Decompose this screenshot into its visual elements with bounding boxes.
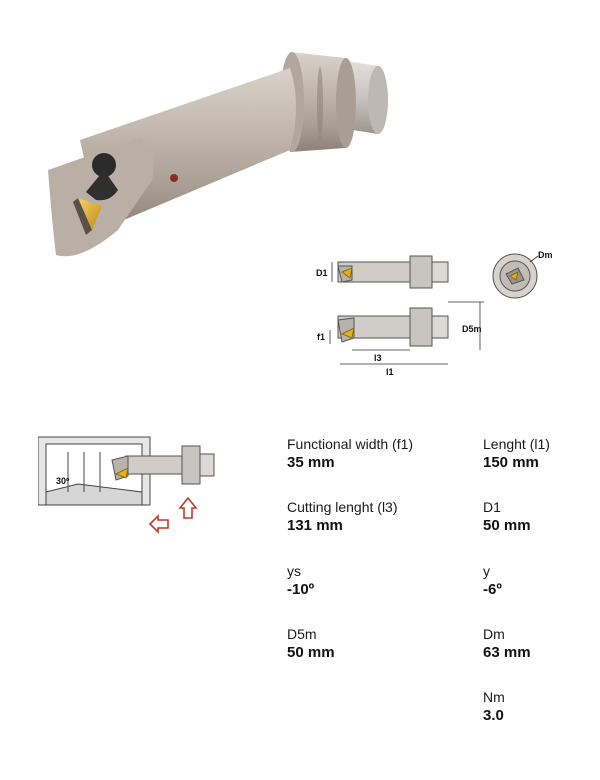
label-d1: D1 <box>316 268 328 278</box>
spec-label: D1 <box>483 499 501 515</box>
label-d5m: D5m <box>462 324 482 334</box>
spec-label: Lenght (l1) <box>483 436 550 452</box>
spec-length: Lenght (l1) 150 mm <box>483 436 600 472</box>
application-schematic: 30º <box>38 436 215 534</box>
angle-label: 30º <box>56 476 70 486</box>
boring-bar-product-image <box>48 52 388 257</box>
top-view-tool <box>337 255 449 289</box>
spec-value: -10º <box>287 581 315 598</box>
spec-value: -6º <box>483 581 502 598</box>
feed-arrow-icon <box>148 496 198 534</box>
spec-cutting-length: Cutting lenght (l3) 131 mm <box>287 499 477 535</box>
spec-nm: Nm 3.0 <box>483 689 600 725</box>
spec-label: Functional width (f1) <box>287 436 414 452</box>
spec-functional-width: Functional width (f1) 35 mm <box>287 436 477 472</box>
spec-d5m: D5m 50 mm <box>287 626 477 662</box>
spec-value: 131 mm <box>287 517 343 534</box>
side-view-tool <box>337 307 449 347</box>
spec-d1: D1 50 mm <box>483 499 600 535</box>
spec-value: 50 mm <box>483 517 531 534</box>
spec-label: ys <box>287 563 301 579</box>
spec-value: 50 mm <box>287 644 335 661</box>
technical-drawing: D1 f1 l3 l1 D5m Dm <box>316 250 553 377</box>
label-l3: l3 <box>374 353 382 363</box>
spec-value: 35 mm <box>287 454 335 471</box>
spec-y: y -6º <box>483 563 600 599</box>
schematic-tool <box>111 445 215 485</box>
tool-head <box>48 138 154 257</box>
spec-label: y <box>483 563 490 579</box>
spec-label: D5m <box>287 626 317 642</box>
spec-value: 63 mm <box>483 644 531 661</box>
label-dm: Dm <box>538 250 553 260</box>
label-f1: f1 <box>317 332 325 342</box>
spec-dm: Dm 63 mm <box>483 626 600 662</box>
spec-label: Nm <box>483 689 505 705</box>
label-l1: l1 <box>386 367 394 377</box>
spec-value: 3.0 <box>483 707 504 724</box>
end-view-tool <box>492 253 538 299</box>
spec-value: 150 mm <box>483 454 539 471</box>
spec-label: Dm <box>483 626 505 642</box>
cutting-insert <box>73 198 102 235</box>
spec-ys: ys -10º <box>287 563 477 599</box>
spec-label: Cutting lenght (l3) <box>287 499 398 515</box>
